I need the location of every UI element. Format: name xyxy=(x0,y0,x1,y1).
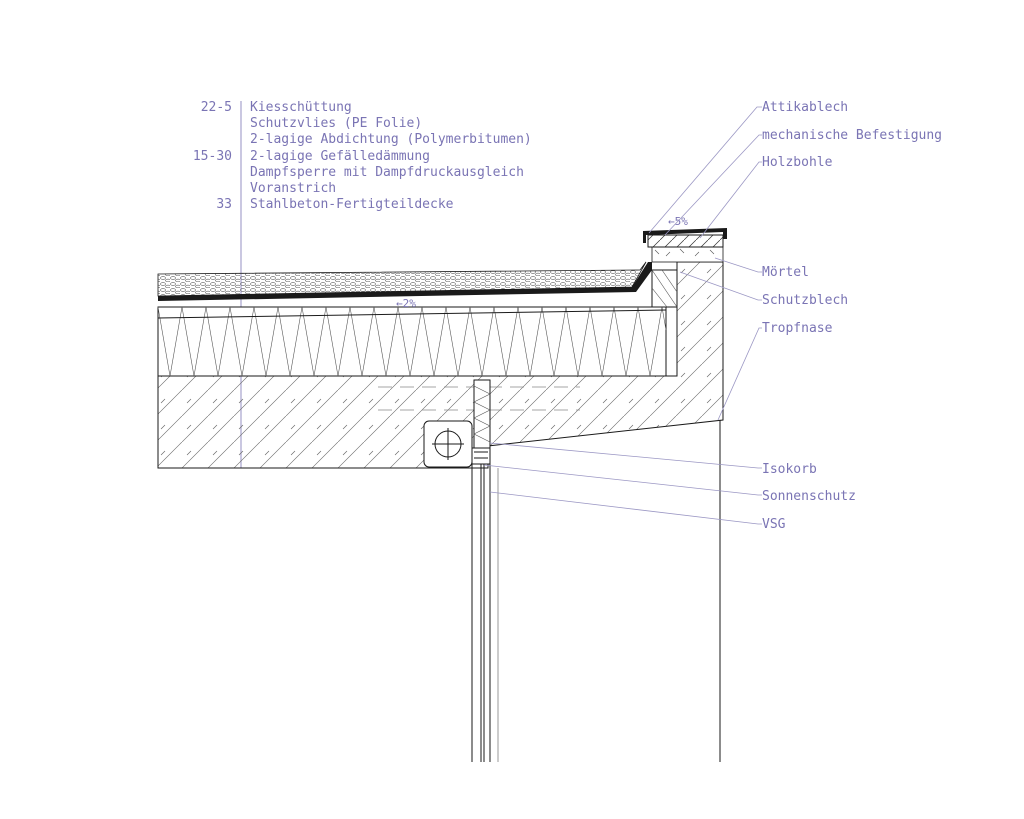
callout-label: Attikablech xyxy=(762,100,848,115)
layer-label: Stahlbeton-Fertigteildecke xyxy=(250,197,454,212)
thickness-label: 22-5 xyxy=(201,100,232,115)
layer-schedule: 22-5 Kiesschüttung Schutzvlies (PE Folie… xyxy=(193,100,532,468)
layer-label: Schutzvlies (PE Folie) xyxy=(250,116,422,131)
roof-slope-label: ←2% xyxy=(396,297,416,310)
insulation-layer xyxy=(157,306,667,377)
callout-label: Tropfnase xyxy=(762,321,833,336)
callout-label: Isokorb xyxy=(762,462,817,477)
timber-plank xyxy=(647,234,724,248)
waterproofing xyxy=(158,262,652,301)
concrete-slab xyxy=(157,261,724,469)
callout-label: mechanische Befestigung xyxy=(762,128,942,143)
coping-flashing xyxy=(643,228,727,243)
callout-label: VSG xyxy=(762,517,786,532)
callouts: Attikablech mechanische Befestigung Holz… xyxy=(762,100,942,532)
thickness-label: 15-30 xyxy=(193,149,232,164)
layer-label: Dampfsperre mit Dampfdruckausgleich xyxy=(250,165,524,180)
isokorb xyxy=(473,379,491,449)
callout-label: Holzbohle xyxy=(762,155,833,170)
callout-label: Mörtel xyxy=(762,265,809,280)
mortar-bed xyxy=(651,246,724,263)
callout-label: Sonnenschutz xyxy=(762,489,856,504)
gravel-layer xyxy=(157,261,647,297)
thickness-label: 33 xyxy=(216,197,232,212)
glazing xyxy=(471,447,499,762)
layer-label: 2-lagige Abdichtung (Polymerbitumen) xyxy=(250,132,532,147)
sunshade-box xyxy=(423,420,473,468)
leader-lines xyxy=(483,106,762,525)
layer-label: Voranstrich xyxy=(250,181,336,196)
layer-label: Kiesschüttung xyxy=(250,100,352,115)
layer-label: 2-lagige Gefälledämmung xyxy=(250,149,430,164)
callout-label: Schutzblech xyxy=(762,293,848,308)
